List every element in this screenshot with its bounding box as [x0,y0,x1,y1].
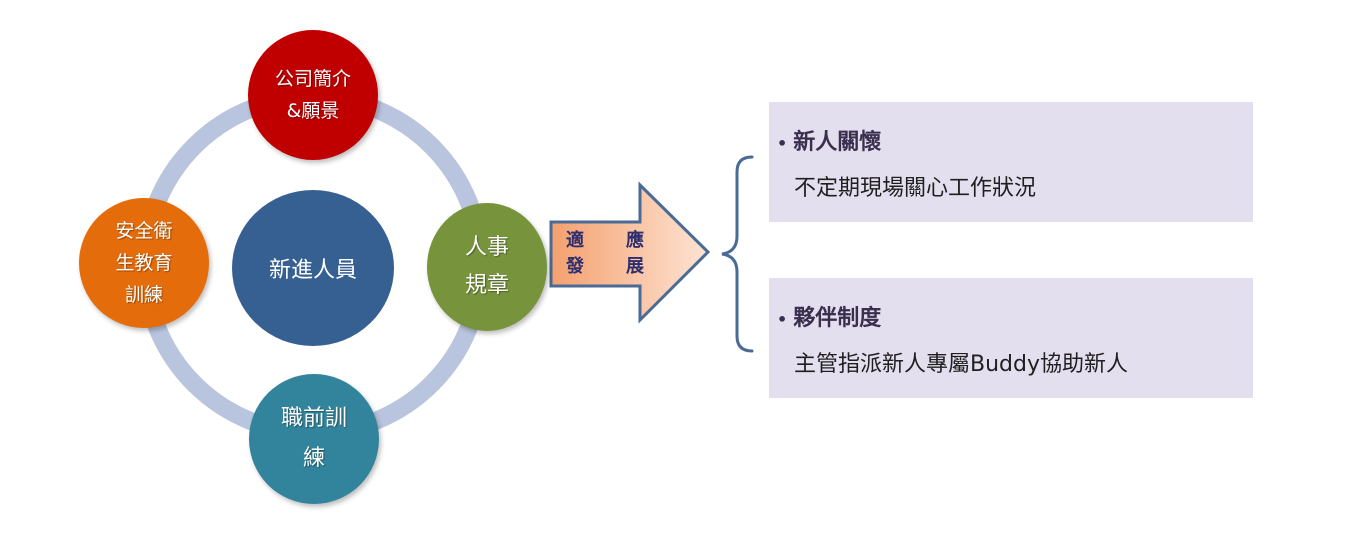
info-box-title-text: 新人關懷 [793,130,882,155]
info-box-care: •新人關懷 不定期現場關心工作狀況 [769,102,1253,222]
center-node: 新進人員 [232,190,394,346]
arrow-char: 發 [566,256,584,277]
node-pre-job-training: 職前訓 練 [249,374,379,504]
node-safety-training-label: 安全衛 生教育 訓練 [115,220,173,306]
info-box-title: •新人關懷 [777,124,881,156]
node-company-intro-label: 公司簡介 &願景 [274,68,351,122]
curly-brace [721,155,754,353]
info-box-title-text: 夥伴制度 [793,306,882,331]
arrow-char: 適 [566,230,584,251]
info-box-text: 主管指派新人專屬Buddy協助新人 [794,352,1128,377]
bullet-icon: • [777,309,788,329]
node-hr-rules: 人事 規章 [427,203,547,331]
node-safety-training: 安全衛 生教育 訓練 [79,198,209,328]
arrow-char: 展 [626,256,644,277]
node-company-intro: 公司簡介 &願景 [248,30,378,160]
bullet-icon: • [777,133,788,153]
center-node-label: 新進人員 [268,258,357,283]
arrow-char: 應 [626,230,644,251]
info-box-text: 不定期現場關心工作狀況 [794,176,1037,201]
node-pre-job-training-label: 職前訓 練 [280,406,347,471]
arrow-shape [549,181,711,324]
info-box-title: •夥伴制度 [777,300,881,332]
info-box-buddy: •夥伴制度 主管指派新人專屬Buddy協助新人 [769,278,1253,398]
arrow-label: 適 應 發 展 [566,226,676,286]
node-hr-rules-label: 人事 規章 [464,235,509,298]
